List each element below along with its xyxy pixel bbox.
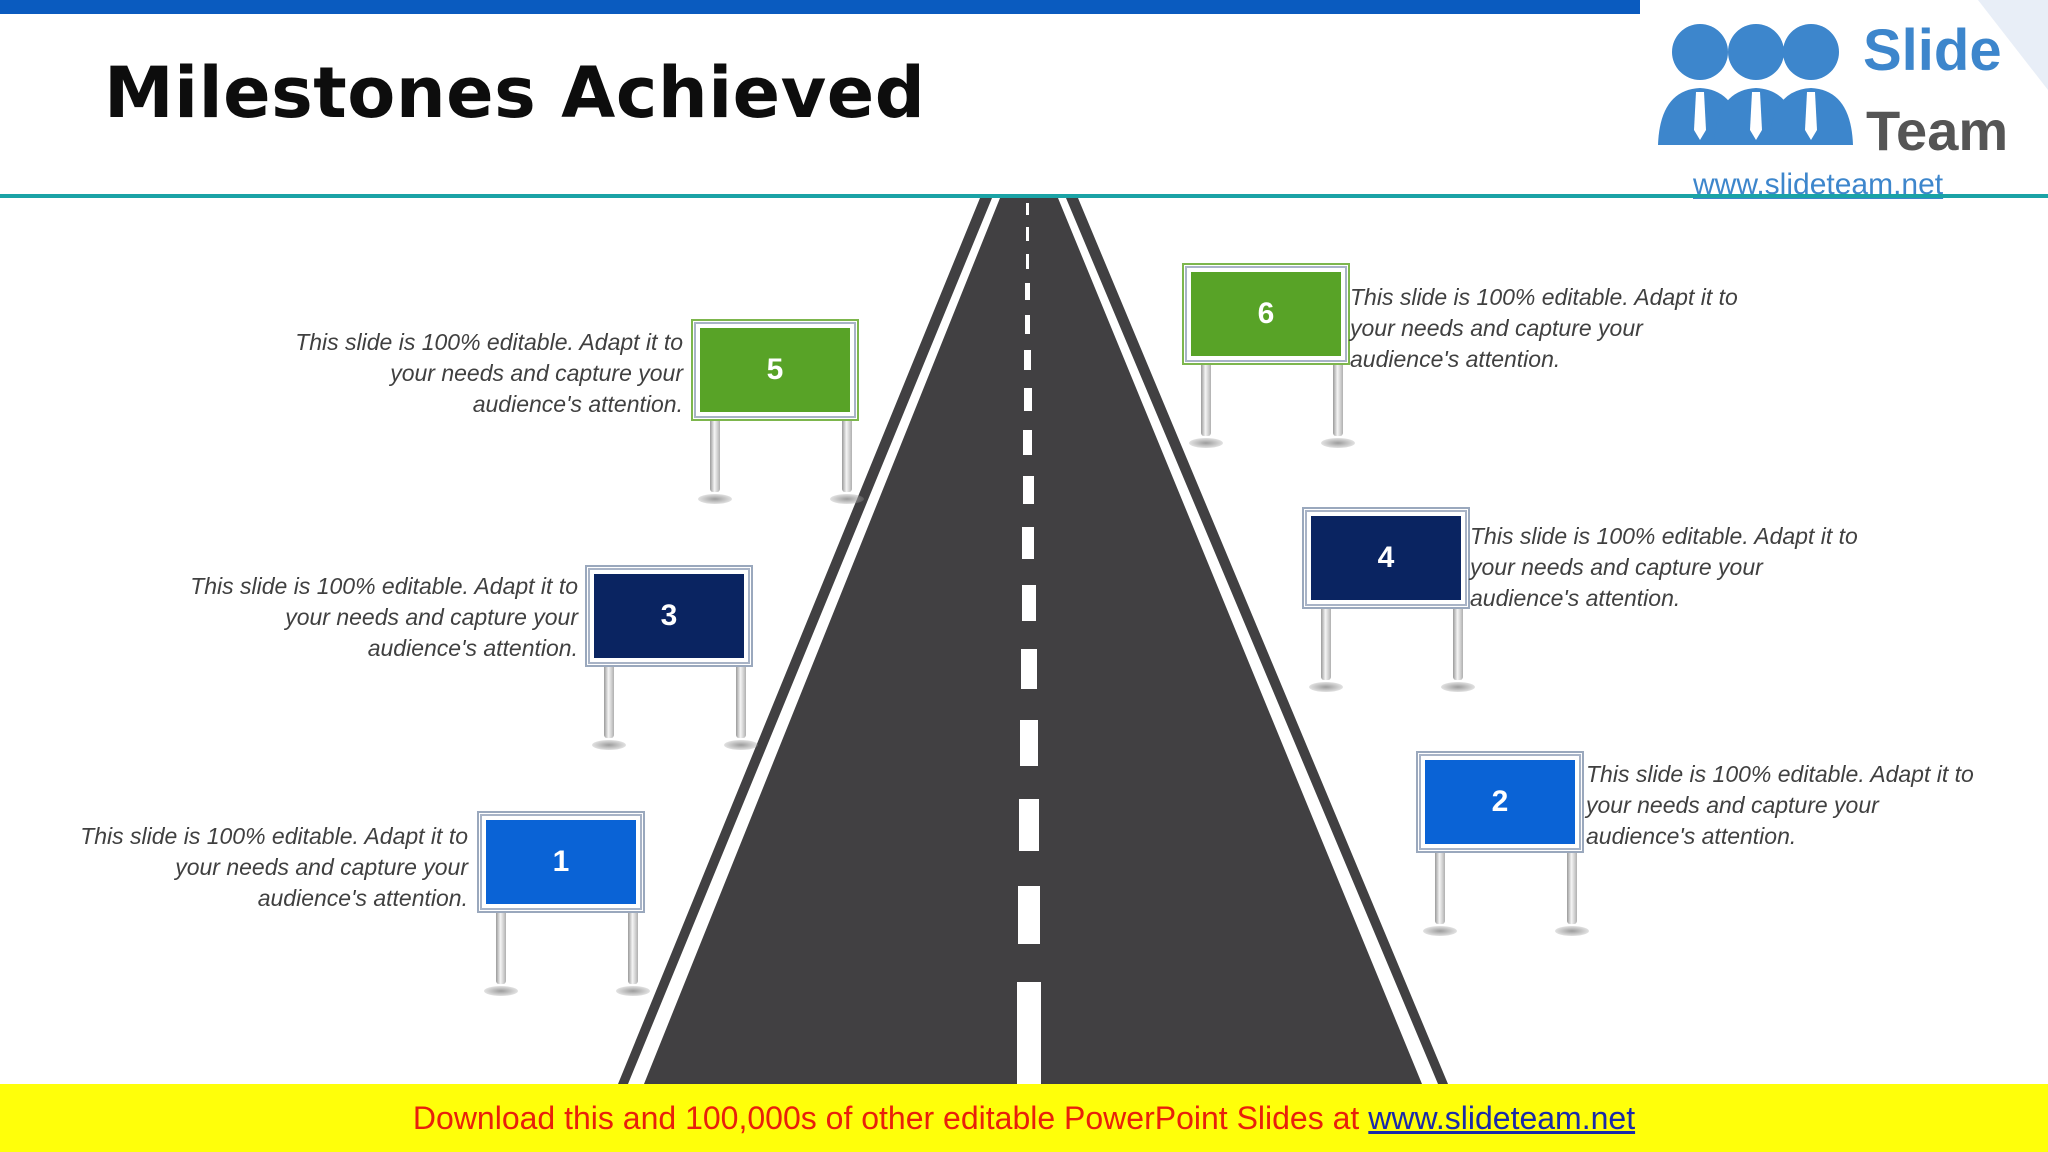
milestone-text-1[interactable]: This slide is 100% editable. Adapt it to… <box>80 823 468 911</box>
milestone-sign-1[interactable]: 1 <box>480 806 652 996</box>
road <box>618 198 1448 1084</box>
footer-text: Download this and 100,000s of other edit… <box>412 1099 1360 1136</box>
logo-word-team: Team <box>1866 99 2008 162</box>
slideteam-logo[interactable]: Slide Team www.slideteam.net <box>1638 0 2048 200</box>
milestone-text-3[interactable]: This slide is 100% editable. Adapt it to… <box>190 573 578 661</box>
sign-number: 6 <box>1185 266 1347 362</box>
sign-number: 1 <box>480 814 642 910</box>
milestone-sign-2[interactable]: 2 <box>1419 746 1591 936</box>
milestone-text-6[interactable]: This slide is 100% editable. Adapt it to… <box>1350 284 1738 372</box>
milestone-text-4[interactable]: This slide is 100% editable. Adapt it to… <box>1470 523 1858 611</box>
people-icon <box>1658 24 1853 145</box>
sign-number: 5 <box>694 322 856 418</box>
download-banner: Download this and 100,000s of other edit… <box>0 1084 2048 1152</box>
sign-number: 3 <box>588 568 750 664</box>
milestone-sign-4[interactable]: 4 <box>1305 502 1477 692</box>
milestone-sign-6[interactable]: 6 <box>1185 258 1357 448</box>
title-underline <box>0 194 2048 198</box>
logo-word-slide: Slide <box>1863 18 2002 83</box>
milestone-text-2[interactable]: This slide is 100% editable. Adapt it to… <box>1586 761 1974 849</box>
sign-number: 4 <box>1305 510 1467 606</box>
milestone-sign-5[interactable]: 5 <box>694 314 866 504</box>
sign-number: 2 <box>1419 754 1581 850</box>
page-title: Milestones Achieved <box>104 52 926 134</box>
top-accent-bar <box>0 0 1640 14</box>
road-center-dashes <box>1017 203 1041 1084</box>
footer-link[interactable]: www.slideteam.net <box>1368 1099 1636 1136</box>
milestone-text-5[interactable]: This slide is 100% editable. Adapt it to… <box>295 329 683 417</box>
milestone-sign-3[interactable]: 3 <box>588 560 760 750</box>
